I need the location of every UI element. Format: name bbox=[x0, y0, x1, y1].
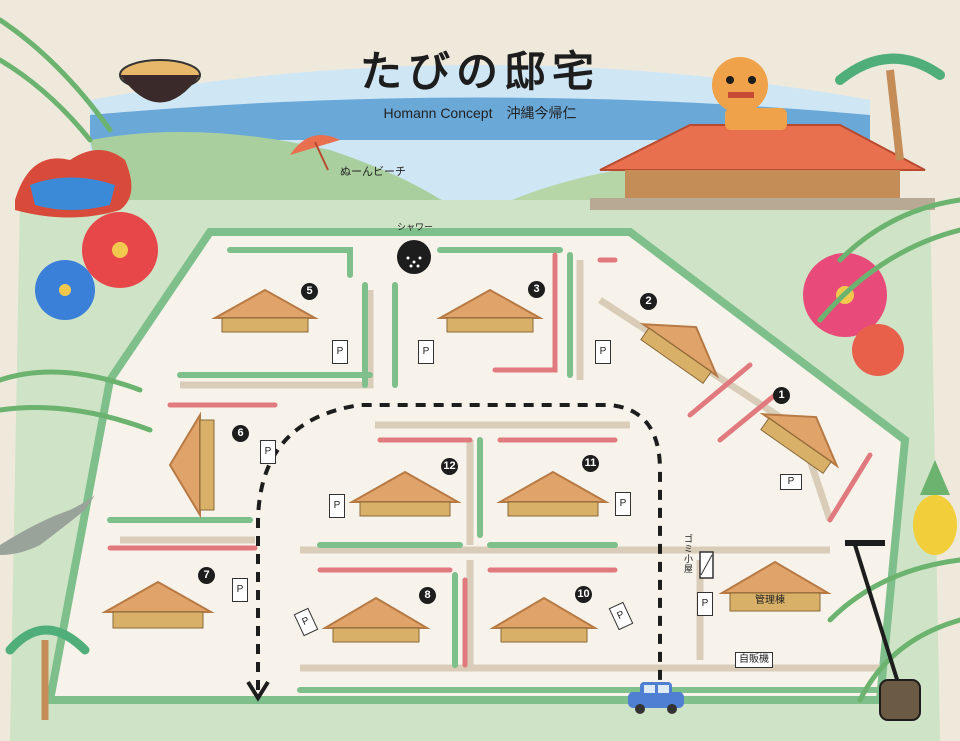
parking-sign: P bbox=[595, 340, 611, 364]
cabin-11 bbox=[496, 470, 610, 517]
map-subtitle: Homann Concept 沖縄今帰仁 bbox=[383, 105, 577, 121]
cabin-12 bbox=[348, 470, 462, 517]
parking-sign: P bbox=[232, 578, 248, 602]
shower-icon bbox=[397, 240, 431, 274]
parking-sign: P bbox=[697, 592, 713, 616]
driving-route bbox=[256, 403, 662, 690]
red-paths bbox=[107, 252, 873, 668]
vending-machine-label: 自販機 bbox=[735, 652, 773, 668]
sea bbox=[90, 97, 870, 140]
soba-bowl-icon bbox=[119, 59, 201, 103]
cabin-8 bbox=[321, 596, 431, 643]
parking-sign: P bbox=[329, 494, 345, 518]
shower-drops-icon bbox=[406, 256, 422, 268]
cabin-1 bbox=[759, 413, 840, 474]
pineapple-icon bbox=[913, 460, 957, 555]
cabin-5 bbox=[211, 288, 319, 333]
cabin-number-7: 7 bbox=[198, 567, 215, 584]
cabin-3 bbox=[436, 288, 544, 333]
lizard-icon bbox=[0, 495, 95, 555]
parking-sign: P bbox=[260, 440, 276, 464]
car-icon bbox=[628, 682, 684, 714]
beach-label: ぬーんビーチ bbox=[340, 165, 406, 178]
cabin-number-5: 5 bbox=[301, 283, 318, 300]
red-roof-house-icon bbox=[590, 124, 935, 210]
cabin-number-11: 11 bbox=[582, 455, 599, 472]
parking-sign: P bbox=[332, 340, 348, 364]
umbrella-icon bbox=[290, 135, 340, 171]
cabin-number-12: 12 bbox=[441, 458, 458, 475]
office-building bbox=[718, 560, 832, 612]
parking-sign: P bbox=[418, 340, 434, 364]
palm-tree-icon bbox=[5, 53, 945, 720]
cabin-number-10: 10 bbox=[575, 586, 592, 603]
cabin-7 bbox=[101, 580, 215, 629]
cabin-2 bbox=[639, 323, 720, 384]
sanshin-instrument-icon bbox=[845, 540, 921, 721]
cabin-number-2: 2 bbox=[640, 293, 657, 310]
bingata-cloth-icon bbox=[15, 150, 132, 218]
palm-leaves-icon bbox=[0, 17, 960, 703]
shisa-icon bbox=[712, 57, 787, 130]
map-title: たびの邸宅 bbox=[359, 47, 600, 96]
shower-label: シャワー bbox=[397, 223, 434, 233]
cabin-number-6: 6 bbox=[232, 425, 249, 442]
parking-sign: P bbox=[780, 474, 802, 490]
cabin-number-3: 3 bbox=[528, 281, 545, 298]
cabin-10 bbox=[489, 596, 599, 643]
office-label: 管理棟 bbox=[755, 595, 785, 606]
route-arrow-icon bbox=[246, 680, 270, 702]
cabin-number-8: 8 bbox=[419, 587, 436, 604]
cabin-number-1: 1 bbox=[773, 387, 790, 404]
trash-hut-label: ゴミ小屋 bbox=[684, 535, 694, 575]
hedges bbox=[107, 247, 883, 693]
cabin-6 bbox=[168, 411, 215, 519]
parking-sign: P bbox=[615, 492, 631, 516]
